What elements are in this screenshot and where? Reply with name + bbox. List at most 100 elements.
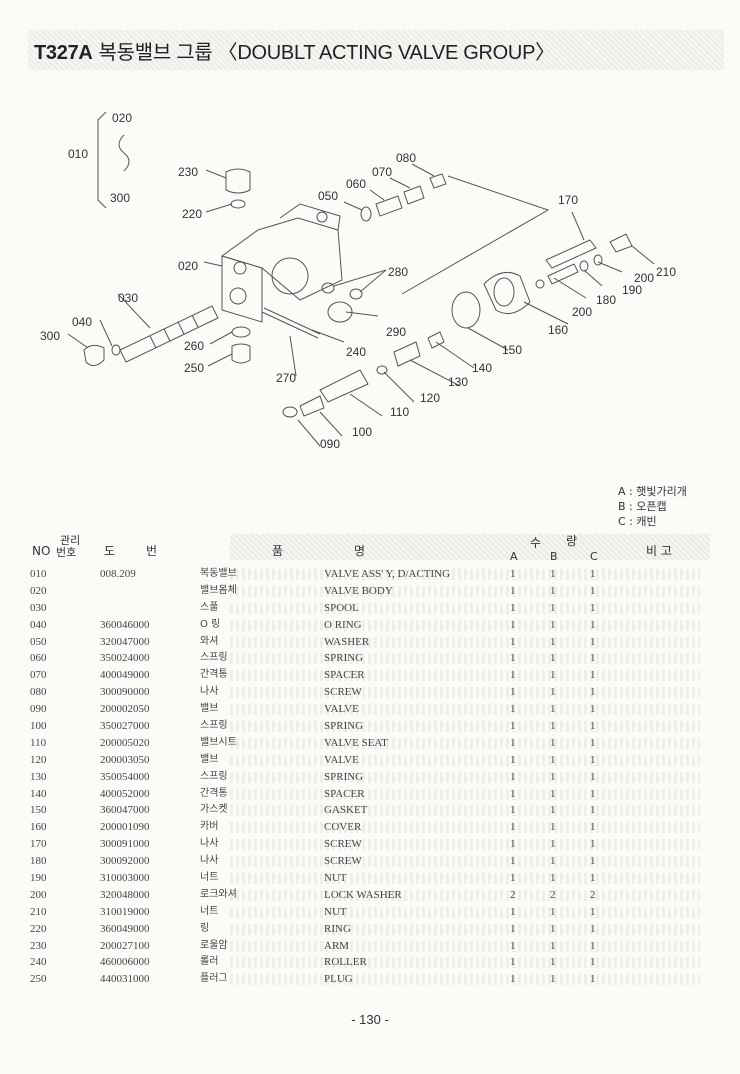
row-shading — [230, 569, 700, 580]
row-english-name: SPACER — [324, 669, 365, 682]
label-280: 280 — [388, 265, 408, 279]
row-qty-a: 1 — [510, 635, 516, 648]
screw-part-180 — [547, 263, 579, 285]
row-korean-name: 간격통 — [200, 787, 228, 799]
row-english-name: WASHER — [324, 635, 370, 648]
row-shading — [230, 906, 700, 918]
row-korean-name: 나사 — [200, 838, 219, 850]
header-mgmt-top: 관리 — [60, 534, 81, 547]
row-qty-a: 1 — [510, 720, 516, 733]
row-shading — [230, 974, 700, 986]
row-korean-name: 스프링 — [200, 652, 228, 664]
row-qty-a: 1 — [510, 956, 516, 969]
row-part-number: 350027000 — [100, 720, 150, 733]
spool-grooves — [149, 314, 199, 349]
row-shading — [230, 889, 700, 901]
row-qty-a: 1 — [510, 568, 516, 580]
seal-part-280 — [321, 282, 335, 294]
o-ring-part-290 — [327, 301, 353, 323]
row-no: 040 — [30, 618, 47, 631]
row-qty-a: 1 — [510, 753, 516, 766]
row-shading — [230, 771, 700, 783]
label-260: 260 — [184, 339, 204, 353]
spring-part-130 — [393, 341, 421, 367]
title-english: 〈DOUBLT ACTING VALVE GROUP〉 — [217, 42, 555, 64]
spacer-part-070 — [403, 185, 425, 205]
row-english-name: LOCK WASHER — [324, 888, 402, 901]
row-korean-name: 링 — [200, 922, 210, 934]
leader-lines — [67, 163, 655, 447]
row-english-name: VALVE SEAT — [324, 736, 388, 749]
row-qty-c: 1 — [590, 770, 596, 783]
row-qty-a: 1 — [510, 905, 516, 918]
row-korean-name: 나사 — [200, 855, 219, 867]
label-020b: 020 — [178, 259, 198, 273]
plug-part-300 — [83, 344, 105, 366]
row-english-name: SCREW — [324, 855, 362, 868]
row-english-name: COVER — [324, 821, 362, 834]
label-300b: 300 — [40, 329, 60, 343]
label-270: 270 — [276, 371, 296, 385]
label-040: 040 — [72, 315, 92, 329]
row-qty-b: 1 — [550, 939, 556, 952]
spacer-part-140 — [427, 331, 445, 349]
label-170: 170 — [558, 193, 578, 207]
row-shading — [230, 957, 700, 969]
row-no: 090 — [30, 703, 47, 716]
row-part-number: 350024000 — [100, 652, 150, 665]
label-180: 180 — [596, 293, 616, 307]
row-shading — [230, 839, 700, 851]
row-korean-name: 가스켓 — [200, 804, 228, 816]
row-qty-b: 1 — [550, 703, 556, 716]
row-shading — [230, 636, 700, 648]
row-qty-b: 1 — [550, 736, 556, 749]
row-no: 110 — [30, 736, 47, 749]
row-qty-c: 1 — [590, 872, 596, 885]
row-no: 020 — [30, 584, 47, 597]
nut-part-210 — [609, 233, 633, 253]
port-hole — [316, 211, 328, 223]
screw-part-080 — [429, 173, 447, 189]
row-qty-b: 1 — [550, 922, 556, 935]
row-no: 010 — [30, 568, 47, 580]
row-shading — [230, 788, 700, 800]
row-shading — [230, 940, 700, 952]
row-part-number: 200002050 — [100, 703, 150, 716]
row-no: 100 — [30, 720, 47, 733]
squiggle-mark — [118, 134, 130, 172]
row-qty-b: 1 — [550, 973, 556, 986]
row-part-number: 310019000 — [100, 905, 150, 918]
spool-part-030 — [119, 305, 219, 363]
row-qty-c: 1 — [590, 635, 596, 648]
label-100: 100 — [352, 425, 372, 439]
row-korean-name: 나사 — [200, 686, 219, 698]
row-shading — [230, 721, 700, 733]
row-qty-c: 1 — [590, 736, 596, 749]
row-english-name: GASKET — [324, 804, 368, 817]
title-code: T327A — [34, 42, 93, 64]
valve-part-090 — [282, 406, 298, 418]
row-no: 150 — [30, 804, 47, 817]
row-no: 180 — [30, 855, 47, 868]
row-korean-name: 너트 — [200, 872, 219, 884]
row-part-number: 350054000 — [100, 770, 150, 783]
row-qty-b: 1 — [550, 686, 556, 699]
ring-part-260 — [231, 326, 251, 338]
row-part-number: 360046000 — [100, 618, 150, 631]
label-050: 050 — [318, 189, 338, 203]
row-part-number: 400049000 — [100, 669, 150, 682]
row-qty-c: 1 — [590, 922, 596, 935]
valve-body-top — [279, 203, 341, 231]
row-no: 160 — [30, 821, 47, 834]
row-part-number: 400052000 — [100, 787, 150, 800]
row-shading — [230, 805, 700, 817]
row-qty-b: 1 — [550, 804, 556, 817]
row-shading — [230, 923, 700, 935]
row-qty-c: 1 — [590, 618, 596, 631]
